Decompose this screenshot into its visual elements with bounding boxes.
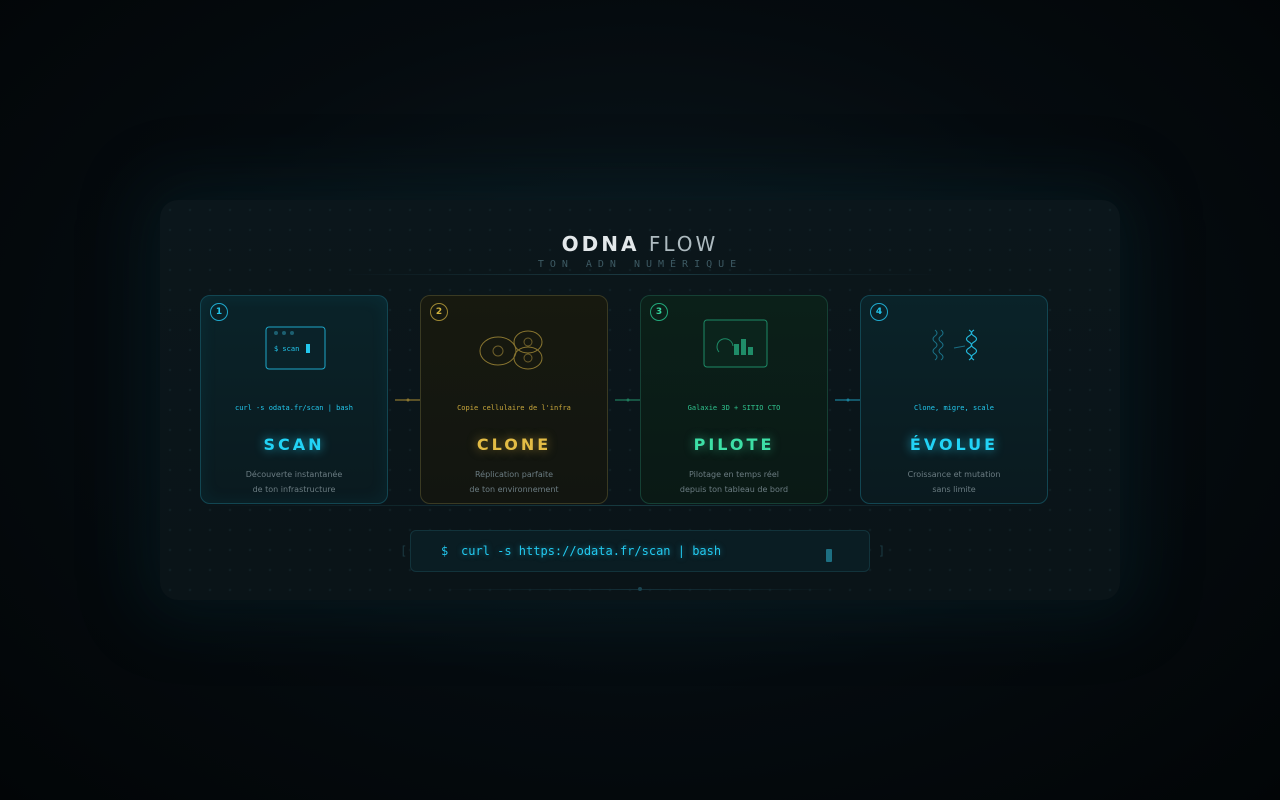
step-card-clone[interactable]: 2 Copie cellulaire de l'infra CLONE Répl… — [420, 295, 608, 504]
step-card-evolue[interactable]: 4 Clone, migre, scale ÉVOLUE Croissance … — [860, 295, 1048, 504]
cards-divider — [200, 505, 1050, 506]
step-desc-line: sans limite — [932, 485, 976, 494]
step-desc-line: Réplication parfaite — [474, 470, 554, 479]
step-desc-line: de ton infrastructure — [252, 485, 336, 494]
install-command-text[interactable]: curl -s https://odata.fr/scan | bash — [461, 544, 722, 558]
step-desc-line: Croissance et mutation — [907, 470, 1001, 479]
install-command-box[interactable]: $ curl -s https://odata.fr/scan | bash — [410, 530, 870, 572]
title-divider — [340, 274, 940, 275]
step-name: PILOTE — [693, 435, 775, 454]
step-command: Copie cellulaire de l'infra — [457, 404, 571, 412]
dna-waves-icon — [861, 318, 1047, 378]
step-name: CLONE — [476, 435, 552, 454]
brand-light: FLOW — [648, 232, 719, 256]
terminal-bracket-left: [ — [400, 544, 408, 558]
step-card-pilote[interactable]: 3 Galaxie 3D + SITIO CTO PILOTE Pilotage… — [640, 295, 828, 504]
terminal-window-icon: $ scan — [201, 318, 387, 378]
step-name: SCAN — [263, 435, 325, 454]
page-subtitle: TON ADN NUMÉRIQUE — [537, 259, 743, 270]
step-description: Pilotage en temps réel depuis ton tablea… — [641, 467, 827, 497]
terminal-bracket-right: ] — [878, 544, 886, 558]
step-number-badge: 1 — [210, 303, 228, 321]
step-command: Clone, migre, scale — [913, 404, 995, 412]
terminal-cursor — [826, 549, 832, 562]
step-desc-line: de ton environnement — [469, 485, 559, 494]
step-desc-line: Découverte instantanée — [245, 470, 343, 479]
step-description: Croissance et mutation sans limite — [861, 467, 1047, 497]
step-desc-line: depuis ton tableau de bord — [679, 485, 789, 494]
page-title: ODNA FLOW — [0, 232, 1280, 256]
step-name: ÉVOLUE — [909, 435, 999, 454]
step-desc-line: Pilotage en temps réel — [689, 470, 779, 479]
step-number-badge: 3 — [650, 303, 668, 321]
step-command: curl -s odata.fr/scan | bash — [234, 404, 353, 412]
terminal-divider-dot — [638, 587, 642, 591]
step-number-badge: 4 — [870, 303, 888, 321]
step-card-scan[interactable]: 1 $ scan curl -s odata.fr/scan | bash SC… — [200, 295, 388, 504]
terminal-prompt: $ — [441, 544, 449, 558]
step-command: Galaxie 3D + SITIO CTO — [687, 404, 781, 412]
step-description: Réplication parfaite de ton environnemen… — [421, 467, 607, 497]
terminal-icon-text: $ scan — [274, 345, 299, 353]
cell-division-icon — [421, 318, 607, 378]
dashboard-chart-icon — [641, 318, 827, 378]
brand-bold: ODNA — [561, 232, 640, 256]
step-description: Découverte instantanée de ton infrastruc… — [201, 467, 387, 497]
step-number-badge: 2 — [430, 303, 448, 321]
